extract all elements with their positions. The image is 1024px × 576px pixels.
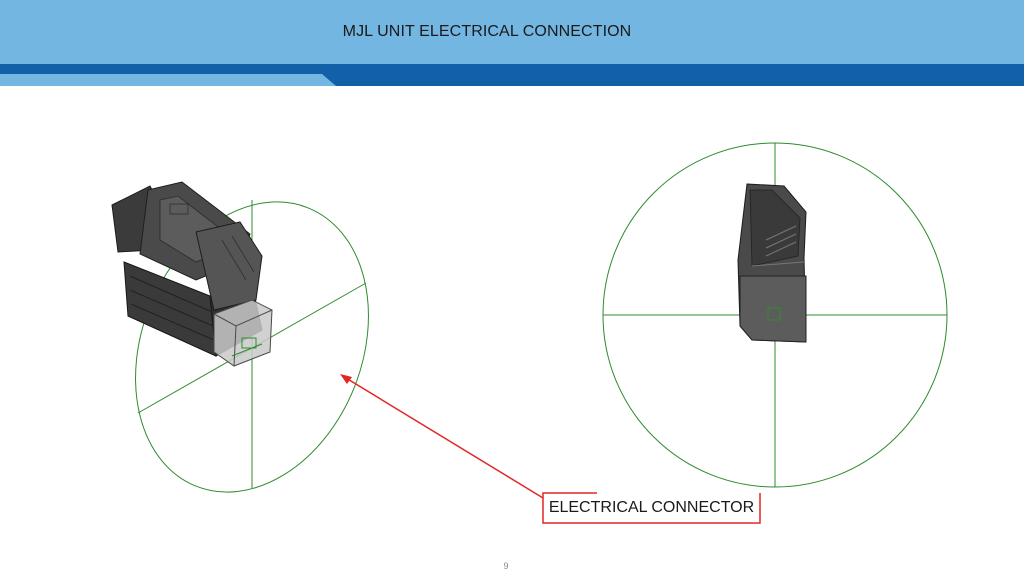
callout-box [542, 492, 761, 524]
isometric-view [111, 181, 369, 493]
callout-arrow [340, 374, 544, 499]
mjl-unit-front [737, 183, 807, 343]
slide-title: MJL UNIT ELECTRICAL CONNECTION [342, 23, 632, 40]
header-stripe [0, 64, 1024, 86]
callout-label: ELECTRICAL CONNECTOR [548, 499, 755, 516]
front-view [602, 142, 948, 488]
mjl-unit-isometric [111, 181, 273, 367]
slide-header: MJL UNIT ELECTRICAL CONNECTION [0, 0, 1024, 64]
page-number: 9 [503, 561, 509, 571]
